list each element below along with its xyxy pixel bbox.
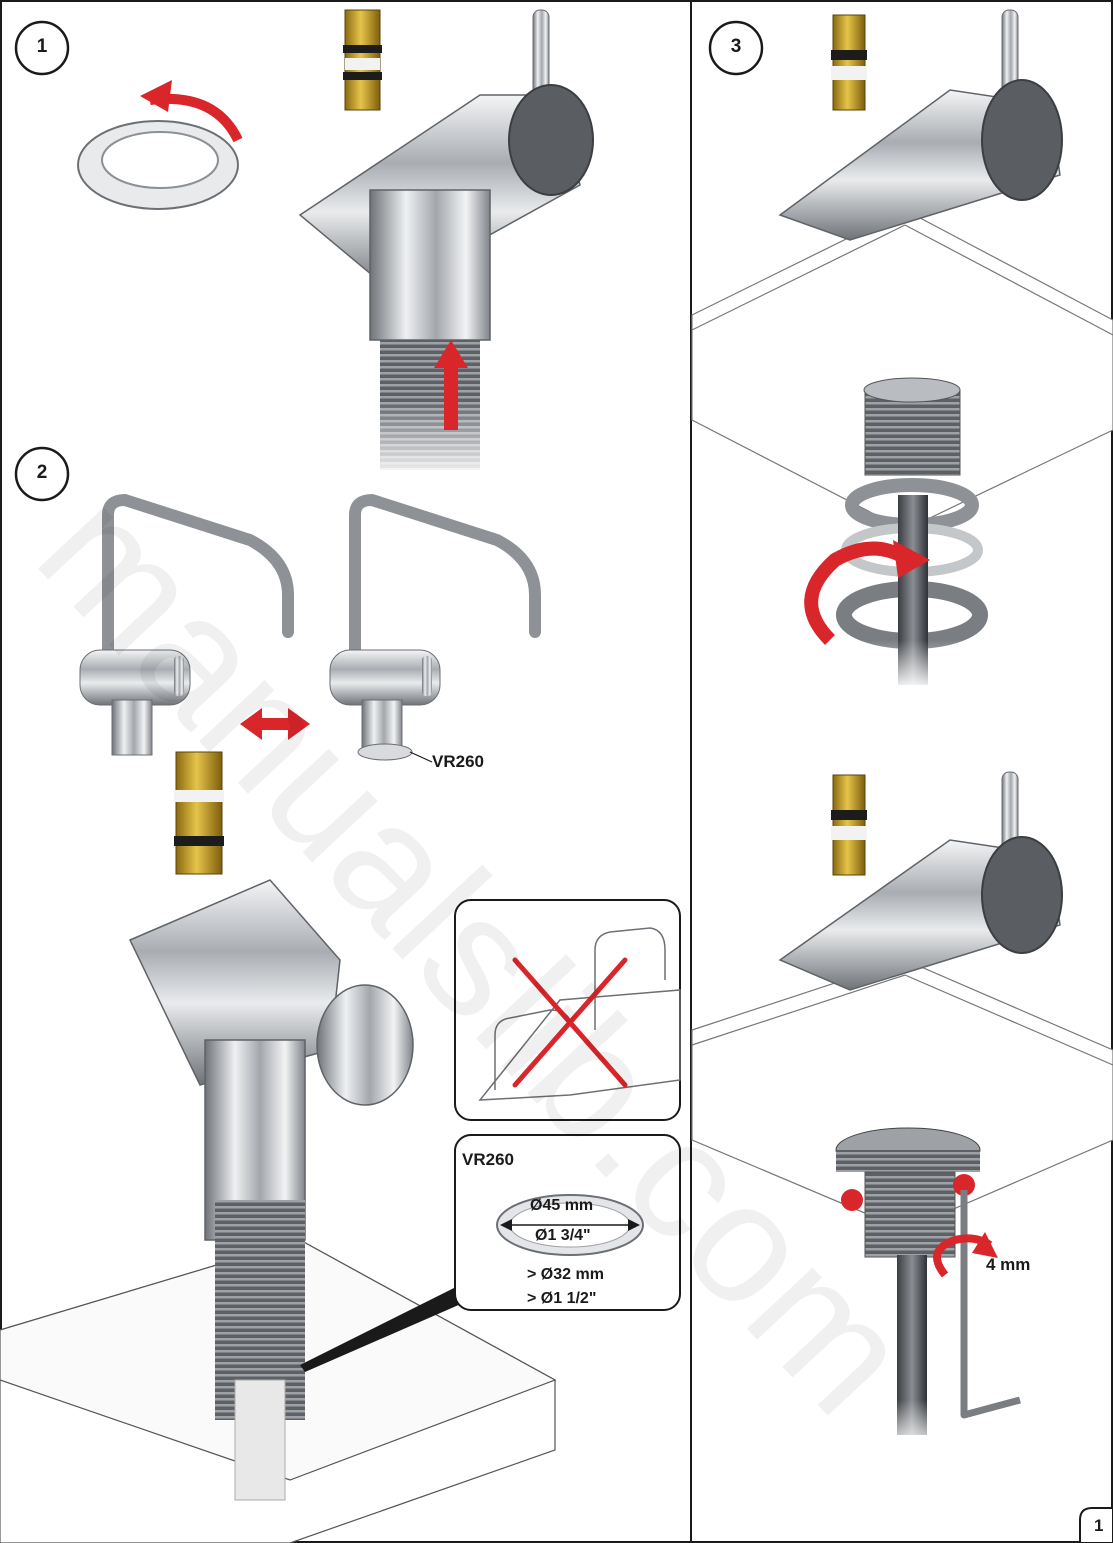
page-number: 1 (1094, 1516, 1104, 1535)
page-number-tab (1079, 1507, 1113, 1543)
diameter-in: Ø1 3/4" (535, 1227, 591, 1244)
model-label: VR260 (432, 752, 484, 771)
info-box (454, 1134, 681, 1311)
hole-in: > Ø1 1/2" (527, 1290, 597, 1307)
tap-body-step3a (778, 9, 1063, 241)
rotate-arrow-icon (140, 80, 172, 112)
fixing-nut-installed (835, 1127, 1021, 1450)
wrench-size-label: 4 mm (986, 1255, 1031, 1274)
step1-number: 1 (36, 36, 48, 57)
tap-body-step1 (298, 9, 594, 480)
tap-variant-left-body (79, 649, 191, 756)
allen-key-icon (960, 1190, 1021, 1419)
step2-number: 2 (36, 462, 48, 483)
step1-circle (14, 20, 70, 76)
mounting-nut-assembly (804, 377, 988, 690)
step3-circle (708, 20, 764, 76)
rotate-nut-arrow-icon (804, 541, 904, 645)
hole-mm: > Ø32 mm (527, 1266, 604, 1283)
pointer-line (300, 1285, 470, 1372)
tap-variant-right (349, 493, 541, 696)
step3-number: 3 (730, 36, 742, 57)
swap-arrow-icon (240, 708, 310, 740)
warning-box (454, 899, 681, 1121)
cross-icon (512, 957, 628, 1088)
tap-variant-right-body (329, 649, 441, 763)
o-ring-illustration (77, 80, 243, 210)
push-up-arrow-icon (434, 340, 468, 430)
step2-circle (14, 446, 70, 502)
diameter-mm: Ø45 mm (530, 1197, 594, 1214)
tap-body-step3b (778, 771, 1063, 991)
red-screw-icon (841, 1189, 863, 1211)
tap-variant-left (102, 493, 294, 696)
tap-body-step2 (128, 751, 414, 1501)
info-box-title: VR260 (462, 1150, 514, 1169)
